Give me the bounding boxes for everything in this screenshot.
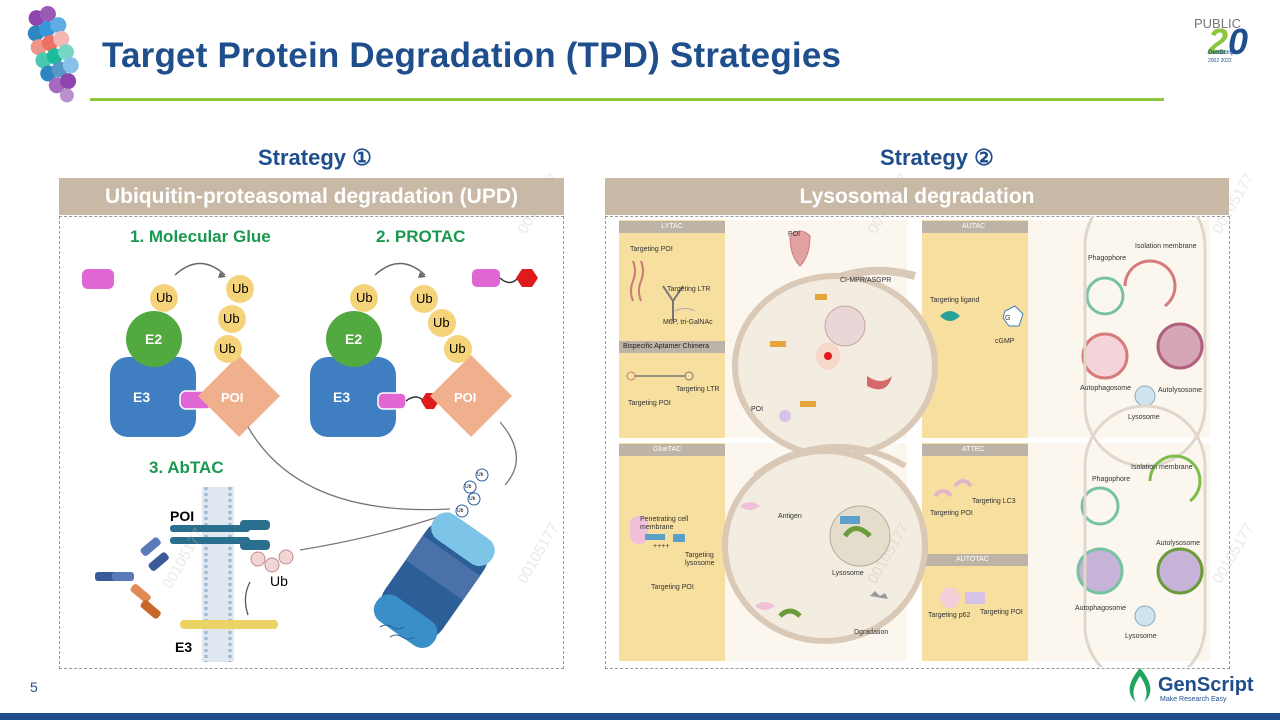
protac-molecule-icon: [472, 269, 500, 287]
aptamer-tab: Bispecific Aptamer Chimera: [619, 341, 725, 353]
gluetac-label-charge: ++++: [653, 543, 670, 550]
glue-poi-label: POI: [221, 390, 244, 405]
lytac-scene-poi-top: POI: [788, 231, 801, 238]
protac-ub-4: Ub: [449, 341, 466, 356]
proteasome-ub-3: Ub: [469, 496, 476, 502]
lysosomal-diagrams: [626, 216, 1207, 667]
glue-molecule-icon: [82, 269, 114, 289]
upd-band: Ubiquitin-proteasomal degradation (UPD): [59, 178, 564, 215]
glue-ub-1: Ub: [156, 290, 173, 305]
autac-scene-lysosome: Lysosome: [1128, 414, 1160, 421]
anniversary-brand: GenScript: [1208, 50, 1237, 56]
abtac-poi-label: POI: [170, 508, 195, 524]
lysosomal-band: Lysosomal degradation: [605, 178, 1229, 215]
lytac-label-targeting-ltr: Targeting LTR: [667, 286, 711, 293]
autac-sidebar: [922, 220, 1028, 438]
transfer-arrow: [174, 262, 226, 276]
autac-tab: AUTAC: [922, 221, 1028, 233]
page-number: 5: [30, 679, 38, 695]
lysosomal-panel: [605, 216, 1230, 669]
gluetac-label-penetrating: Penetrating cell membrane: [640, 516, 689, 531]
attec-label-lc3: Targeting LC3: [972, 498, 1016, 505]
strategy-2-label: Strategy ②: [880, 145, 994, 170]
footer-brand: GenScript: [1158, 674, 1254, 696]
gluetac-label-poi: Targeting POI: [651, 584, 694, 591]
protac-e2-label: E2: [345, 331, 363, 347]
protac-ub-2: Ub: [416, 291, 433, 306]
anniversary-years: 2002 2022: [1208, 58, 1232, 64]
gluetac-sidebar: [619, 443, 725, 661]
abtac-e3-label: E3: [175, 639, 193, 655]
gluetac-scene-antigen: Antigen: [778, 513, 802, 520]
proteasome-ub-2: Ub: [465, 484, 472, 490]
strategy-1-label: Strategy ①: [258, 145, 372, 170]
autac-label-cgmp: cGMP: [995, 338, 1015, 345]
autac-label-ligand: Targeting ligand: [930, 297, 980, 304]
attec-label-poi: Targeting POI: [930, 510, 973, 517]
anniversary-logo: 2 0: [1207, 21, 1248, 62]
abtac-ub-label: Ub: [270, 573, 288, 589]
autotac-scene-autophagosome: Autophagosome: [1075, 605, 1126, 612]
molecular-glue-title: 1. Molecular Glue: [130, 227, 271, 246]
page-title: Target Protein Degradation (TPD) Strateg…: [102, 36, 842, 75]
lytac-label-targeting-poi: Targeting POI: [630, 246, 673, 253]
gluetac-tab: GlueTAC: [619, 444, 725, 456]
upd-panel: [59, 216, 564, 669]
glue-e3-label: E3: [133, 389, 151, 405]
aptamer-label-ltr: Targeting LTR: [676, 386, 720, 393]
proteasome-ub-1: Ub: [477, 472, 484, 478]
lytac-sidebar: [619, 220, 725, 438]
footer-tagline: Make Research Easy: [1160, 696, 1227, 703]
autac-scene-isolation: Isolation membrane: [1135, 243, 1197, 250]
gluetac-label-lysosome: Targeting lysosome: [685, 552, 715, 567]
autotac-label-p62: Targeting p62: [928, 612, 971, 619]
protac-ub-3: Ub: [433, 315, 450, 330]
protac-e3-label: E3: [333, 389, 351, 405]
autac-scene-phagophore: Phagophore: [1088, 255, 1127, 262]
autotac-scene-isolation: Isolation membrane: [1131, 464, 1193, 471]
lytac-scene-poi-bottom: POI: [751, 406, 764, 413]
attec-sidebar: [922, 443, 1028, 661]
autotac-scene-autolysosome: Autolysosome: [1156, 540, 1200, 547]
glue-e2-label: E2: [145, 331, 163, 347]
autotac-label-poi: Targeting POI: [980, 609, 1023, 616]
glue-ub-2: Ub: [232, 281, 249, 296]
proteasome-ub-4: Ub: [457, 508, 464, 514]
genscript-leaf-icon: [1129, 668, 1151, 702]
svg-text:2: 2: [1207, 21, 1228, 62]
proteasome-shape: [373, 512, 495, 649]
glue-ub-4: Ub: [219, 341, 236, 356]
protac-ub-1: Ub: [356, 290, 373, 305]
autotac-scene-phagophore: Phagophore: [1092, 476, 1131, 483]
e2-enzyme-shape: [126, 311, 182, 367]
upd-diagram: [82, 262, 538, 662]
protac-poi-label: POI: [454, 390, 477, 405]
e3-ligase-shape: [110, 357, 196, 437]
proteasome-logo-decoration: [27, 6, 79, 103]
autotac-tab: AUTOTAC: [922, 554, 1028, 566]
glue-ub-3: Ub: [223, 311, 240, 326]
abtac-title: 3. AbTAC: [149, 458, 224, 477]
lytac-tab: LYTAC: [619, 221, 725, 233]
gluetac-scene-degradation: Dgradation: [854, 629, 889, 636]
svg-text:0: 0: [1228, 21, 1248, 62]
public-badge: PUBLIC: [1194, 16, 1241, 31]
lytac-scene-receptor: CI-MPR/ASGPR: [840, 277, 892, 284]
antibody-shape: [95, 537, 169, 619]
footer-bar: [0, 713, 1280, 720]
aptamer-label-poi: Targeting POI: [628, 400, 671, 407]
lytac-label-m6p: M6P, tri-GalNAc: [663, 319, 713, 326]
protac-title: 2. PROTAC: [376, 227, 466, 246]
autac-label-g: G: [1005, 315, 1011, 322]
attec-tab: ATTEC: [922, 444, 1028, 456]
autac-scene-autophagosome: Autophagosome: [1080, 385, 1131, 392]
autac-scene-autolysosome: Autolysosome: [1158, 387, 1202, 394]
title-underline: [90, 98, 1164, 101]
autotac-scene-lysosome: Lysosome: [1125, 633, 1157, 640]
gluetac-scene-lysosome: Lysosome: [832, 570, 864, 577]
